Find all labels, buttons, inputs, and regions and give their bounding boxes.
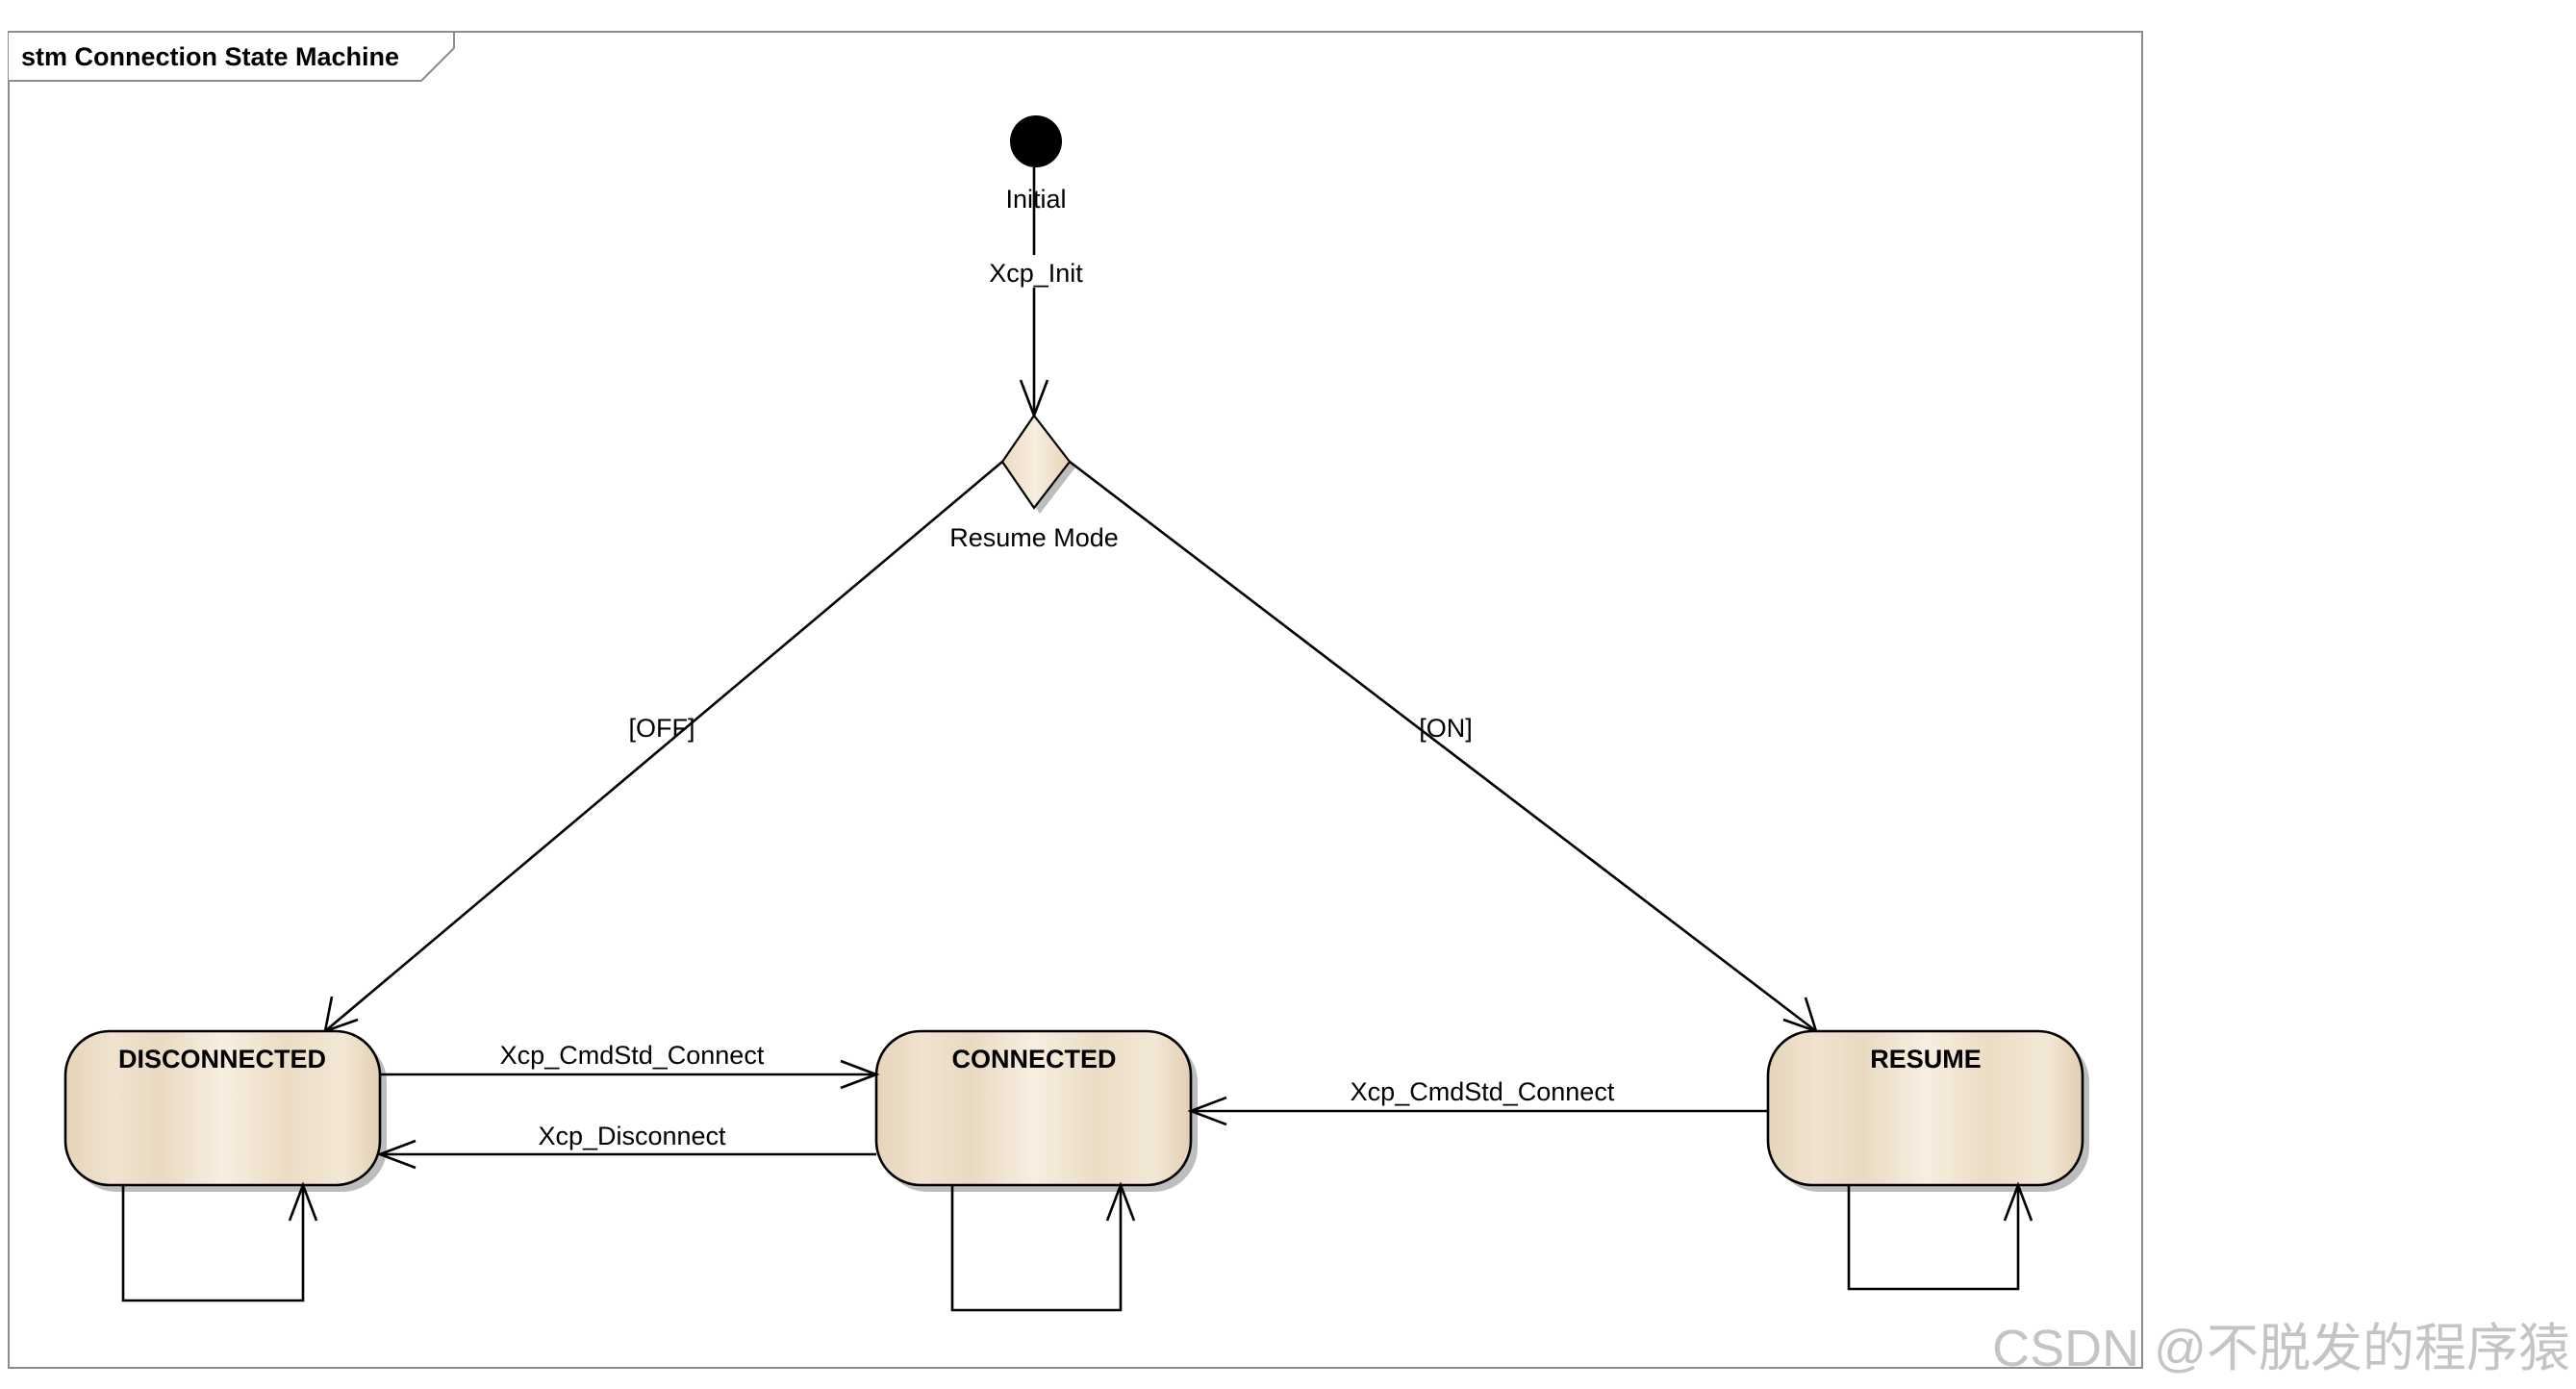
self-transition-resume [1847,1181,2033,1291]
transition-disconnected-to-connected [380,1059,880,1090]
transition-connect-label: Xcp_CmdStd_Connect [500,1041,765,1070]
transition-on-label: [ON] [1419,714,1473,743]
transition-on [1069,460,1819,1034]
transition-disconnect-label: Xcp_Disconnect [538,1122,726,1150]
decision-label: Resume Mode [949,523,1119,552]
frame-title: stm Connection State Machine [21,42,399,71]
state-connected: CONNECTED [874,1029,1198,1192]
initial-node [1010,115,1062,167]
transition-off-label: [OFF] [629,714,695,743]
state-disconnected-name: DISCONNECTED [118,1045,326,1073]
state-resume: RESUME [1766,1029,2089,1192]
state-resume-name: RESUME [1870,1045,1982,1073]
transition-init-label: Xcp_Init [989,259,1083,288]
self-transition-connected [950,1181,1136,1312]
initial-label: Initial [1005,185,1066,214]
init-label-bg [973,255,1097,288]
csdn-watermark: CSDN @不脱发的程序猿 [1992,1320,2570,1377]
transition-resume-connect-label: Xcp_CmdStd_Connect [1351,1077,1615,1106]
transition-connected-to-disconnected [376,1139,876,1170]
self-transition-disconnected [121,1181,318,1302]
transition-off [323,461,1003,1033]
state-disconnected: DISCONNECTED [63,1029,387,1192]
diagram-frame: stm Connection State Machine [8,31,2143,1369]
decision-node [1000,414,1075,514]
transition-resume-to-connected [1187,1096,1768,1126]
state-connected-name: CONNECTED [951,1045,1116,1073]
